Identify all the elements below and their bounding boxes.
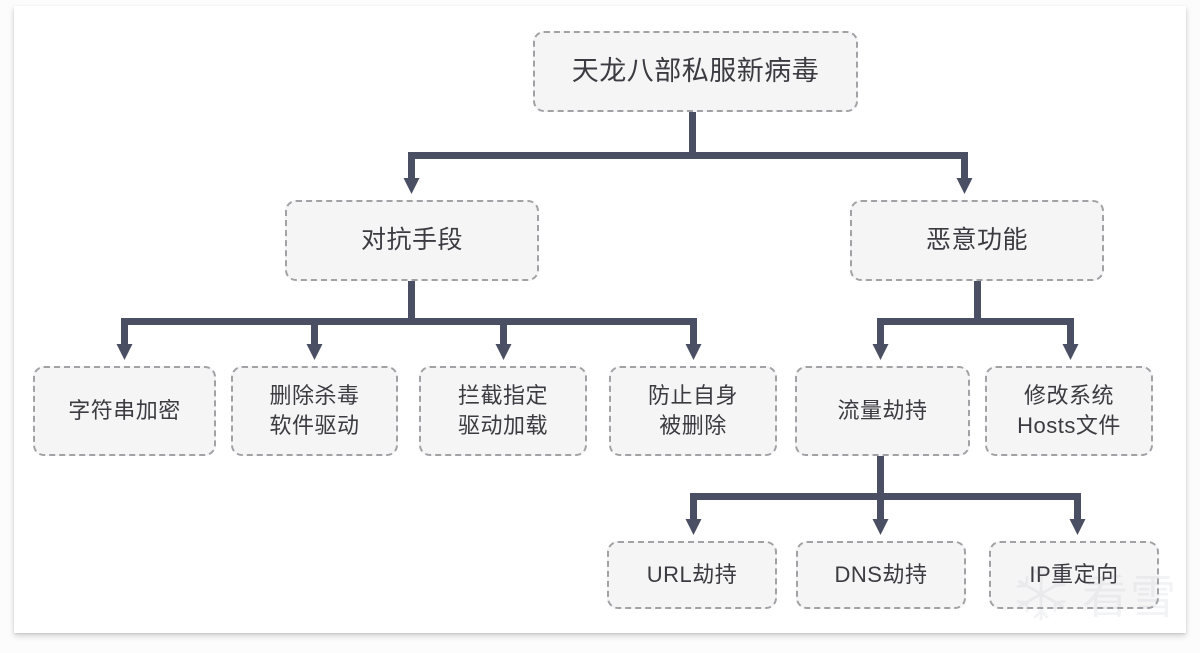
edge-malicious-c2-stem [1067, 318, 1074, 346]
edge-root-anti-arrow [403, 178, 420, 194]
edge-traffic-c3-arrow [1069, 519, 1086, 535]
node-self-protection[interactable]: 防止自身 被删除 [609, 366, 777, 456]
edge-anti-c4-arrow [685, 344, 702, 360]
edge-malicious-bar [877, 318, 1074, 325]
edge-anti-c3-stem [500, 318, 507, 346]
edge-anti-c2-stem [311, 318, 318, 346]
edge-level1-bar [408, 152, 968, 159]
edge-anti-bar [121, 318, 697, 325]
edge-root-malicious-arrow [956, 178, 973, 194]
edge-malicious-c1-arrow [872, 344, 889, 360]
edge-traffic-c2-stem [877, 493, 884, 521]
edge-traffic-c2-arrow [872, 519, 889, 535]
edge-anti-c1-arrow [116, 344, 133, 360]
edge-malicious-trunk [974, 281, 981, 321]
edge-root-trunk [689, 112, 696, 155]
node-string-encryption[interactable]: 字符串加密 [33, 366, 216, 456]
edge-anti-c3-arrow [495, 344, 512, 360]
edge-root-anti-stem [408, 152, 415, 180]
node-delete-av-driver[interactable]: 删除杀毒 软件驱动 [231, 366, 398, 456]
edge-traffic-c1-arrow [685, 519, 702, 535]
node-malicious-functions[interactable]: 恶意功能 [850, 200, 1104, 281]
edge-traffic-c3-stem [1074, 493, 1081, 521]
edge-anti-c1-stem [121, 318, 128, 346]
edge-anti-c4-stem [690, 318, 697, 346]
edge-malicious-c2-arrow [1062, 344, 1079, 360]
node-block-driver-load[interactable]: 拦截指定 驱动加载 [419, 366, 587, 456]
node-modify-hosts-file[interactable]: 修改系统 Hosts文件 [985, 366, 1153, 456]
node-ip-redirect[interactable]: IP重定向 [989, 541, 1159, 609]
edge-malicious-c1-stem [877, 318, 884, 346]
edge-traffic-bar [690, 493, 1081, 500]
edge-anti-c2-arrow [306, 344, 323, 360]
node-anti-measures[interactable]: 对抗手段 [285, 200, 539, 281]
edge-traffic-c1-stem [690, 493, 697, 521]
edge-anti-trunk [408, 281, 415, 321]
node-root[interactable]: 天龙八部私服新病毒 [533, 31, 858, 112]
node-traffic-hijack[interactable]: 流量劫持 [795, 366, 970, 456]
edge-root-malicious-stem [961, 152, 968, 180]
node-url-hijack[interactable]: URL劫持 [607, 541, 777, 609]
edge-traffic-trunk [877, 456, 884, 496]
node-dns-hijack[interactable]: DNS劫持 [796, 541, 966, 609]
